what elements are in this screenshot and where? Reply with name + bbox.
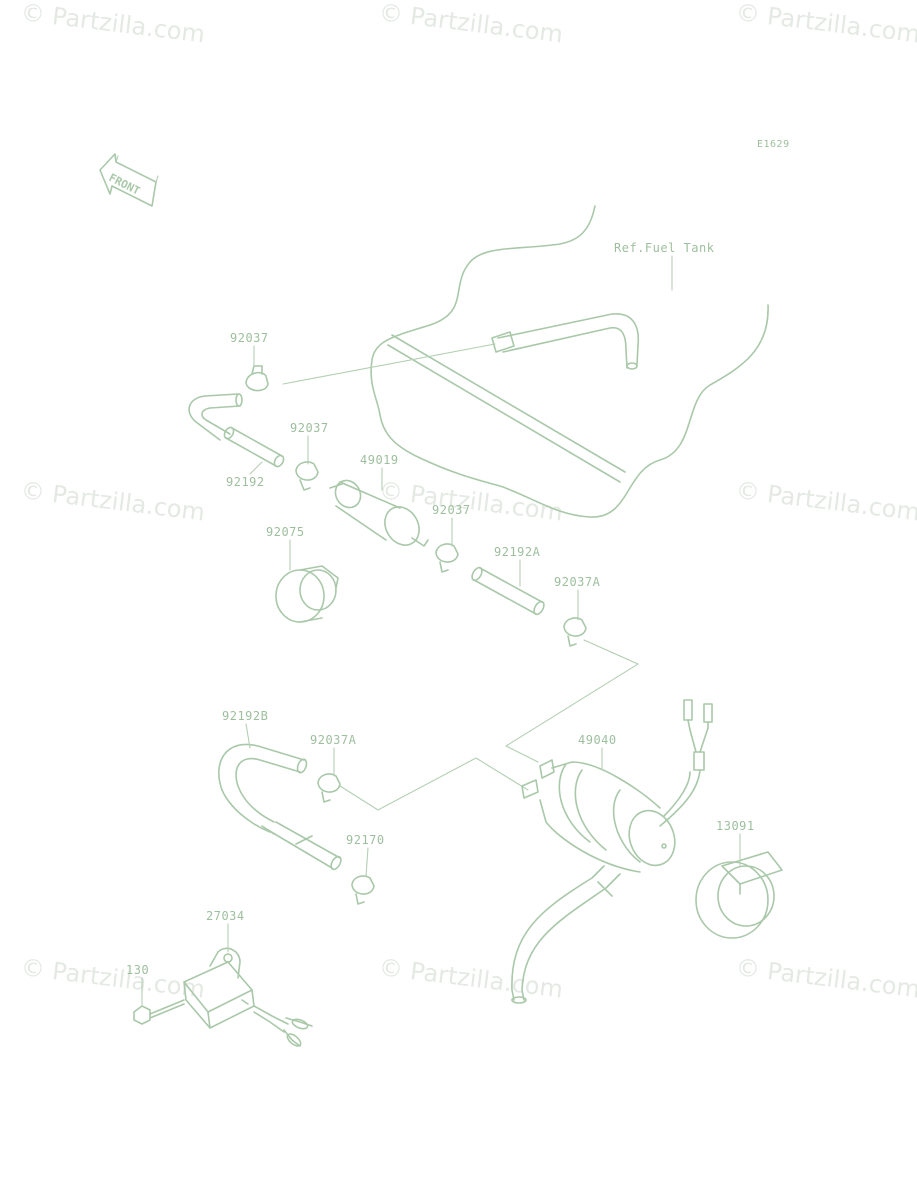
clamp-92037A-top bbox=[563, 617, 587, 647]
part-label-27034: 27034 bbox=[206, 909, 245, 923]
watermark: © Partzilla.com bbox=[377, 953, 564, 1003]
leader-line bbox=[365, 847, 369, 877]
part-label-49040: 49040 bbox=[578, 733, 617, 747]
front-label: FRONT bbox=[107, 171, 143, 198]
front-arrow-icon: FRONT bbox=[99, 153, 159, 207]
watermark: © Partzilla.com bbox=[377, 0, 564, 49]
watermark: © Partzilla.com bbox=[19, 953, 206, 1003]
holder-band-92075 bbox=[275, 565, 339, 623]
clamp-92037A-low bbox=[317, 773, 341, 803]
fuel-tank-outline bbox=[282, 205, 769, 518]
clamp-92037-mid bbox=[295, 461, 319, 491]
part-label-92037A: 92037A bbox=[554, 575, 601, 589]
clamp-92170 bbox=[351, 875, 375, 905]
routing-line bbox=[339, 757, 529, 811]
fuel-filter-49019 bbox=[329, 479, 429, 547]
clamp-92037-outlet bbox=[435, 543, 459, 573]
part-label-92192: 92192 bbox=[226, 475, 265, 489]
part-label-92037: 92037 bbox=[432, 503, 471, 517]
watermarks: © Partzilla.com © Partzilla.com © Partzi… bbox=[19, 0, 917, 1004]
leader-line bbox=[249, 461, 263, 475]
relay-27034 bbox=[183, 947, 313, 1047]
watermark: © Partzilla.com bbox=[734, 953, 917, 1003]
part-label-92037A: 92037A bbox=[310, 733, 357, 747]
hose-92192A bbox=[471, 566, 545, 616]
part-label-92075: 92075 bbox=[266, 525, 305, 539]
part-label-49019: 49019 bbox=[360, 453, 399, 467]
elbow-hose bbox=[188, 393, 243, 441]
routing-line bbox=[505, 639, 639, 763]
part-label-92192A: 92192A bbox=[494, 545, 541, 559]
clamp-92037-top bbox=[245, 365, 269, 392]
leader-line bbox=[245, 723, 251, 749]
hose-92192 bbox=[223, 426, 285, 468]
part-label-130: 130 bbox=[126, 963, 149, 977]
watermark: © Partzilla.com bbox=[734, 0, 917, 49]
band-13091 bbox=[695, 851, 783, 939]
watermark: © Partzilla.com bbox=[19, 476, 206, 526]
watermark: © Partzilla.com bbox=[734, 476, 917, 526]
watermark: © Partzilla.com bbox=[19, 0, 206, 49]
ref-fuel-tank-label: Ref.Fuel Tank bbox=[614, 241, 715, 255]
part-label-92192B: 92192B bbox=[222, 709, 268, 723]
part-label-92170: 92170 bbox=[346, 833, 385, 847]
part-label-13091: 13091 bbox=[716, 819, 755, 833]
diagram-code: E1629 bbox=[757, 139, 790, 150]
part-label-92037: 92037 bbox=[230, 331, 269, 345]
hose-92192B bbox=[218, 743, 342, 871]
fuel-pump-49040 bbox=[511, 699, 713, 1004]
part-label-92037: 92037 bbox=[290, 421, 329, 435]
